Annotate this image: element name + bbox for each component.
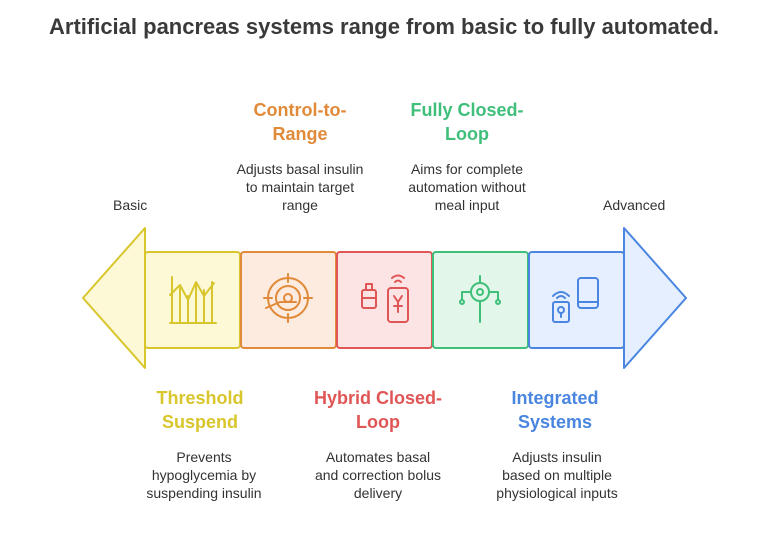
step-desc-line: Aims for complete xyxy=(410,161,524,177)
step-title-line: Threshold xyxy=(156,388,244,408)
step-desc-line: Adjusts insulin xyxy=(512,449,602,465)
step-title-control-to-range: Control-to- Range xyxy=(220,98,380,146)
step-title-line: Suspend xyxy=(161,412,238,432)
step-desc-threshold-suspend: Prevents hypoglycemia by suspending insu… xyxy=(124,448,284,502)
insulin-pump-phone-icon xyxy=(361,274,409,323)
step-title-fully-closed-loop: Fully Closed- Loop xyxy=(387,98,547,146)
step-desc-line: and correction bolus xyxy=(314,467,442,483)
step-desc-line: delivery xyxy=(353,485,403,501)
step-title-integrated-systems: Integrated Systems xyxy=(475,386,635,434)
step-title-line: Fully Closed- xyxy=(410,100,524,120)
chart-bars-icon xyxy=(169,276,217,324)
step-desc-hybrid-closed-loop: Automates basal and correction bolus del… xyxy=(293,448,463,502)
step-title-line: Control-to- xyxy=(253,100,347,120)
step-title-line: Integrated xyxy=(511,388,599,408)
step-title-line: Range xyxy=(272,124,328,144)
basic-end-label: Basic xyxy=(113,197,148,213)
step-desc-line: suspending insulin xyxy=(146,485,262,501)
step-desc-line: Prevents xyxy=(176,449,232,465)
step-desc-line: meal input xyxy=(434,197,500,213)
step-desc-line: Adjusts basal insulin xyxy=(236,161,364,177)
step-desc-control-to-range: Adjusts basal insulin to maintain target… xyxy=(210,160,390,214)
step-desc-line: based on multiple xyxy=(502,467,612,483)
sensor-network-icon xyxy=(459,275,501,323)
step-desc-line: automation without xyxy=(408,179,526,195)
step-title-line: Systems xyxy=(517,412,593,432)
step-desc-line: Automates basal xyxy=(325,449,431,465)
step-box-integrated-systems xyxy=(528,251,625,349)
step-title-line: Hybrid Closed- xyxy=(313,388,442,408)
step-title-line: Loop xyxy=(356,412,400,432)
step-desc-fully-closed-loop: Aims for complete automation without mea… xyxy=(387,160,547,214)
step-desc-line: range xyxy=(282,197,318,213)
step-box-threshold-suspend xyxy=(144,251,241,349)
step-box-hybrid-closed-loop xyxy=(336,251,433,349)
step-desc-line: physiological inputs xyxy=(496,485,618,501)
step-desc-line: hypoglycemia by xyxy=(151,467,257,483)
step-box-control-to-range xyxy=(240,251,337,349)
devices-connected-icon xyxy=(552,277,599,323)
right-arrowhead xyxy=(623,227,687,369)
target-icon xyxy=(263,273,313,323)
page-title: Artificial pancreas systems range from b… xyxy=(49,14,719,39)
step-desc-integrated-systems: Adjusts insulin based on multiple physio… xyxy=(472,448,642,502)
step-title-hybrid-closed-loop: Hybrid Closed- Loop xyxy=(298,386,458,434)
step-desc-line: to maintain target xyxy=(245,179,355,195)
left-arrowhead xyxy=(82,227,146,369)
step-title-threshold-suspend: Threshold Suspend xyxy=(130,386,270,434)
step-title-line: Loop xyxy=(445,124,489,144)
advanced-end-label: Advanced xyxy=(603,197,666,213)
